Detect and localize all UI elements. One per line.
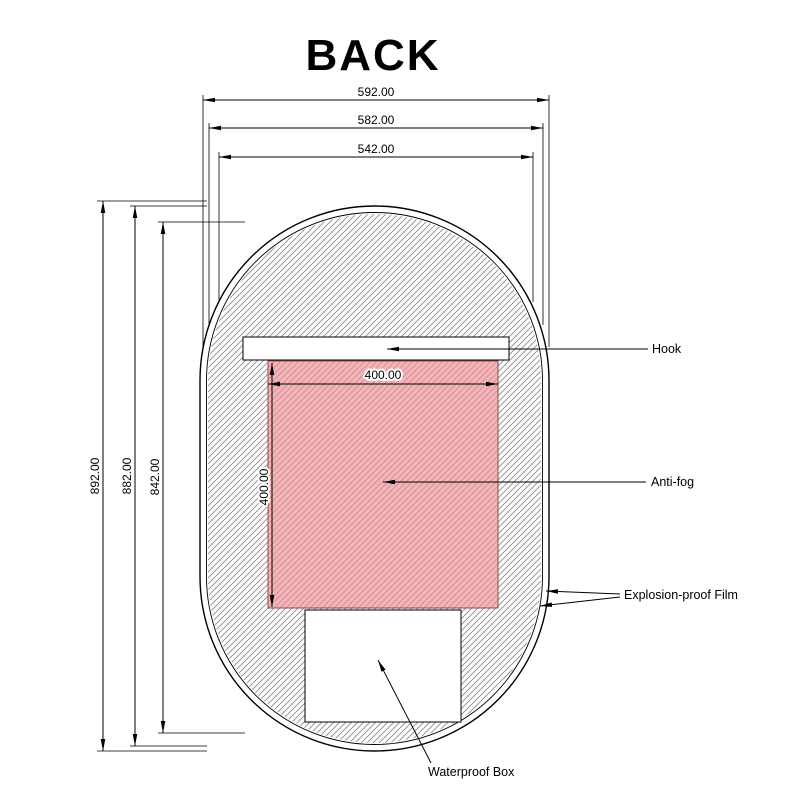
callout-explosion-proof-film: Explosion-proof Film <box>539 588 738 607</box>
dimension-outer-width: 592.00 <box>202 85 550 347</box>
dimension-mid-height: 882.00 <box>120 205 207 747</box>
mirror-outer-outline <box>199 205 550 752</box>
dimension-value: 892.00 <box>88 457 102 494</box>
leader-line <box>377 659 432 764</box>
extension-lines <box>97 200 207 752</box>
extension-lines <box>202 95 550 347</box>
callout-antifog: Anti-fog <box>383 475 694 489</box>
hook-label: Hook <box>652 342 682 356</box>
dimension-value: 400.00 <box>365 368 402 382</box>
antifog-pad-hatch <box>267 360 499 609</box>
leader-line <box>545 589 621 595</box>
explosion-proof-film-label: Explosion-proof Film <box>624 588 738 602</box>
dimension-value: 542.00 <box>358 142 395 156</box>
dimension-antifog-height: 400.00 <box>255 363 275 607</box>
antifog-label: Anti-fog <box>651 475 694 489</box>
dimension-value: 582.00 <box>358 113 395 127</box>
dimension-value: 842.00 <box>148 458 162 495</box>
waterproof-box-label: Waterproof Box <box>428 765 515 779</box>
extension-lines <box>218 152 534 302</box>
leader-line <box>539 596 621 607</box>
extension-lines <box>208 123 544 325</box>
callout-waterproof-box: Waterproof Box <box>377 659 515 779</box>
dimension-value: 592.00 <box>358 85 395 99</box>
mirror-inner-outline <box>206 212 543 745</box>
dimension-outer-height: 892.00 <box>88 200 207 752</box>
waterproof-box <box>304 609 462 723</box>
dimension-value: 400.00 <box>257 468 271 505</box>
diagram-title: BACK <box>305 31 440 80</box>
extension-lines <box>158 221 245 734</box>
dimension-antifog-width: 400.00 <box>268 366 498 387</box>
dimension-inner-height: 842.00 <box>148 221 245 734</box>
dimension-inner-width: 542.00 <box>218 142 534 302</box>
dimension-value: 882.00 <box>120 457 134 494</box>
callout-hook: Hook <box>387 342 682 356</box>
extension-lines <box>130 205 207 747</box>
dimension-mid-width: 582.00 <box>208 113 544 325</box>
